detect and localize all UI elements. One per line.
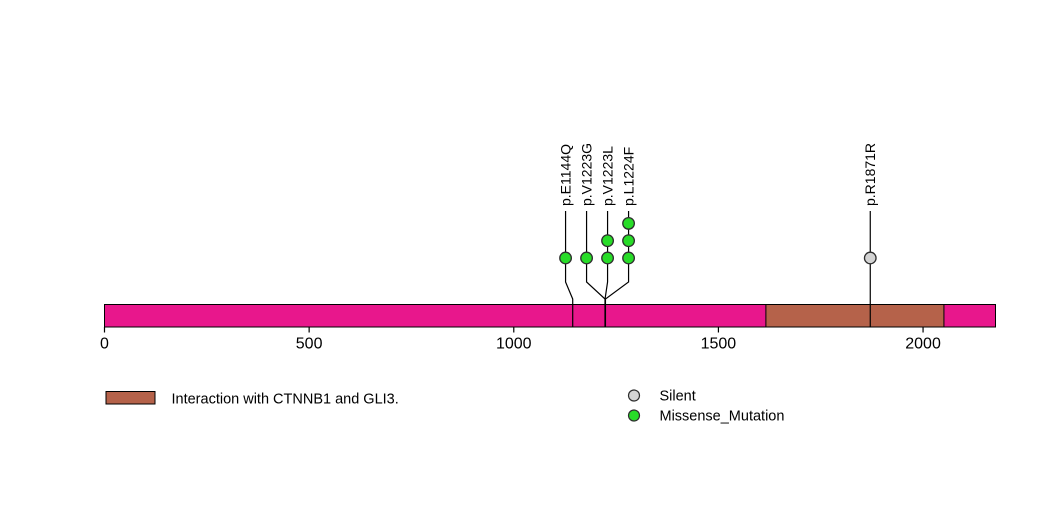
axis-tick-label: 1000 bbox=[496, 336, 532, 353]
legend-type-swatch bbox=[627, 389, 641, 402]
axis-tick-label: 500 bbox=[296, 336, 323, 353]
legend-type-label: Missense_Mutation bbox=[660, 409, 785, 425]
mutation-label: p.R1871R bbox=[862, 143, 878, 206]
mutation-circle bbox=[580, 251, 594, 265]
legend-domain-swatch bbox=[105, 391, 156, 405]
mutation-circle bbox=[601, 251, 615, 265]
mutation-label: p.E1144Q bbox=[557, 144, 573, 206]
mutation-circle bbox=[622, 216, 636, 230]
axis-tick-label: 0 bbox=[100, 336, 109, 353]
mutation-circle bbox=[622, 234, 636, 248]
mutation-label: p.V1223L bbox=[599, 146, 615, 206]
legend-type-label: Silent bbox=[660, 389, 696, 405]
mutation-circle bbox=[559, 251, 573, 265]
axis-tick-label: 2000 bbox=[905, 336, 941, 353]
mutation-label: p.V1223G bbox=[578, 143, 594, 206]
mutation-label: p.L1224F bbox=[620, 147, 636, 206]
axis-tick-label: 1500 bbox=[701, 336, 737, 353]
mutation-circle bbox=[863, 251, 877, 265]
legend-type-swatch bbox=[627, 409, 641, 422]
mutation-circle bbox=[601, 234, 615, 248]
mutation-circle bbox=[622, 251, 636, 265]
mutation-stick-lower bbox=[564, 258, 574, 327]
legend-domain-label: Interaction with CTNNB1 and GLI3. bbox=[172, 392, 399, 408]
domain-rect bbox=[765, 304, 945, 328]
mutation-stick-lower bbox=[604, 258, 630, 327]
